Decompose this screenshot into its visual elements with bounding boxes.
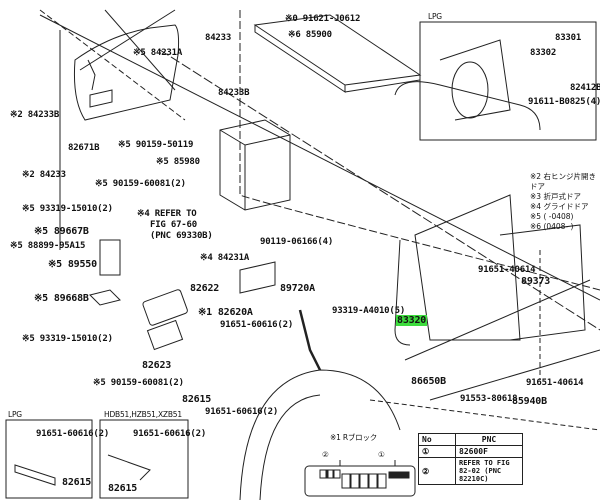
part-label-82620A[interactable]: ※1 82620A <box>198 307 253 318</box>
part-label-83302[interactable]: 83302 <box>530 48 557 58</box>
part-label-82623[interactable]: 82623 <box>142 360 172 371</box>
part-label-85980[interactable]: ※5 85980 <box>156 157 200 167</box>
part-label-91651-40614-b[interactable]: 91651-40614 <box>526 378 584 388</box>
legend-item: ※4 グライドドア <box>530 202 589 211</box>
part-label-90159-50119[interactable]: ※5 90159-50119 <box>118 140 194 150</box>
hdb-bottom-inset <box>99 419 189 499</box>
r-block-connector <box>304 465 416 497</box>
highlighted-part: 83320 <box>396 315 428 326</box>
pnc-row-value[interactable]: 82600F <box>455 445 523 458</box>
pnc-table-header: No PNC <box>418 433 523 446</box>
pnc-header-pnc: PNC <box>455 433 523 446</box>
variant-label-hdb51: HDB51,HZB51,XZB51 <box>104 410 182 419</box>
legend-item: ※3 折戸式ドア <box>530 192 581 201</box>
controller-box <box>219 119 291 211</box>
part-label-82615[interactable]: 82615 <box>182 394 212 405</box>
part-label-89373[interactable]: 89373 <box>521 276 551 287</box>
part-label-91651-40614[interactable]: 91651-40614 <box>478 265 536 275</box>
r-block-marker-2: ② <box>322 450 329 459</box>
part-label-84233B-left[interactable]: ※2 84233B <box>10 110 60 120</box>
part-label-84233[interactable]: 84233 <box>205 33 232 43</box>
part-label-89720A[interactable]: 89720A <box>280 283 315 294</box>
part-label-91621-J0612[interactable]: ※0 91621-J0612 <box>285 14 361 24</box>
refer-note-line2[interactable]: FIG 67-60 <box>150 220 197 230</box>
part-label-90159-60081-b[interactable]: ※5 90159-60081(2) <box>93 378 184 388</box>
part-label-83320[interactable]: 83320 <box>396 315 428 326</box>
wheel-arch <box>239 369 401 500</box>
part-label-91651-60616-b[interactable]: 91651-60616(2) <box>205 407 279 417</box>
part-label-90119-06166[interactable]: 90119-06166(4) <box>260 237 334 247</box>
r-block-marker-1: ① <box>378 450 385 459</box>
pnc-row-no: ② <box>418 457 456 485</box>
part-label-84233B[interactable]: 84233B <box>218 88 250 98</box>
pnc-row-value[interactable]: REFER TO FIG 82-02 (PNC 82210C) <box>455 457 523 485</box>
part-label-93319-15010[interactable]: ※5 93319-15010(2) <box>22 204 113 214</box>
variant-legend: ※2 右ヒンジ片開きドア ※3 折戸式ドア ※4 グライドドア ※5 ( -04… <box>530 172 600 232</box>
part-label-93319-15010-b[interactable]: ※5 93319-15010(2) <box>22 334 113 344</box>
r-block-title: ※1 Rブロック <box>330 433 378 442</box>
lpg-bottom-bolt-label[interactable]: 91651-60616(2) <box>36 429 110 439</box>
lpg-inset-title: LPG <box>428 12 442 21</box>
pnc-row-no: ① <box>418 445 456 458</box>
part-label-85900[interactable]: ※6 85900 <box>288 30 332 40</box>
part-label-91651-60616[interactable]: 91651-60616(2) <box>220 320 294 330</box>
refer-note-line1[interactable]: ※4 REFER TO <box>137 209 197 219</box>
part-label-83301[interactable]: 83301 <box>555 33 582 43</box>
legend-item: ※6 (0408- ) <box>530 222 574 231</box>
part-label-82622[interactable]: 82622 <box>190 283 220 294</box>
lpg-inset-box <box>419 21 597 141</box>
wire-harness <box>298 309 322 371</box>
part-label-93319-A4010[interactable]: 93319-A4010(5) <box>332 306 406 316</box>
pnc-header-no: No <box>418 433 456 446</box>
lpg-bottom-title: LPG <box>8 410 22 419</box>
hdb-bottom-part-label[interactable]: 82615 <box>108 483 138 494</box>
part-label-82412B[interactable]: 82412B <box>570 83 600 93</box>
part-label-89668B[interactable]: ※5 89668B <box>34 293 89 304</box>
part-label-84231A[interactable]: ※5 84231A <box>133 48 183 58</box>
lpg-bottom-inset <box>5 419 93 499</box>
part-label-84233-left[interactable]: ※2 84233 <box>22 170 66 180</box>
part-label-85940B[interactable]: 85940B <box>512 396 547 407</box>
table-row: ① 82600F <box>418 445 523 458</box>
part-label-86650B[interactable]: 86650B <box>411 376 446 387</box>
part-label-91553-80618[interactable]: 91553-80618 <box>460 394 518 404</box>
part-label-89550[interactable]: ※5 89550 <box>48 259 97 270</box>
legend-item: ※2 右ヒンジ片開きドア <box>530 172 596 191</box>
step-light-82620A <box>142 289 188 326</box>
part-label-90159-60081[interactable]: ※5 90159-60081(2) <box>95 179 186 189</box>
legend-item: ※5 ( -0408) <box>530 212 574 221</box>
part-label-91611-B0825[interactable]: 91611-B0825(4) <box>528 97 600 107</box>
module-89720A <box>239 261 276 294</box>
bracket-89550 <box>99 239 121 276</box>
part-label-89667B[interactable]: ※5 89667B <box>34 226 89 237</box>
part-label-82671B[interactable]: 82671B <box>68 143 100 153</box>
door-window <box>414 194 521 341</box>
dashboard-outline <box>74 24 180 121</box>
refer-note-line3[interactable]: (PNC 69330B) <box>150 231 213 241</box>
tray-outline <box>253 14 422 86</box>
lpg-bottom-part-label[interactable]: 82615 <box>62 477 92 488</box>
part-label-84231A-b[interactable]: ※4 84231A <box>200 253 250 263</box>
pnc-table: No PNC ① 82600F ② REFER TO FIG 82-02 (PN… <box>418 433 523 485</box>
table-row: ② REFER TO FIG 82-02 (PNC 82210C) <box>418 457 523 485</box>
hdb-bottom-bolt-label[interactable]: 91651-60616(2) <box>133 429 207 439</box>
part-label-88899-95A15[interactable]: ※5 88899-95A15 <box>10 241 86 251</box>
